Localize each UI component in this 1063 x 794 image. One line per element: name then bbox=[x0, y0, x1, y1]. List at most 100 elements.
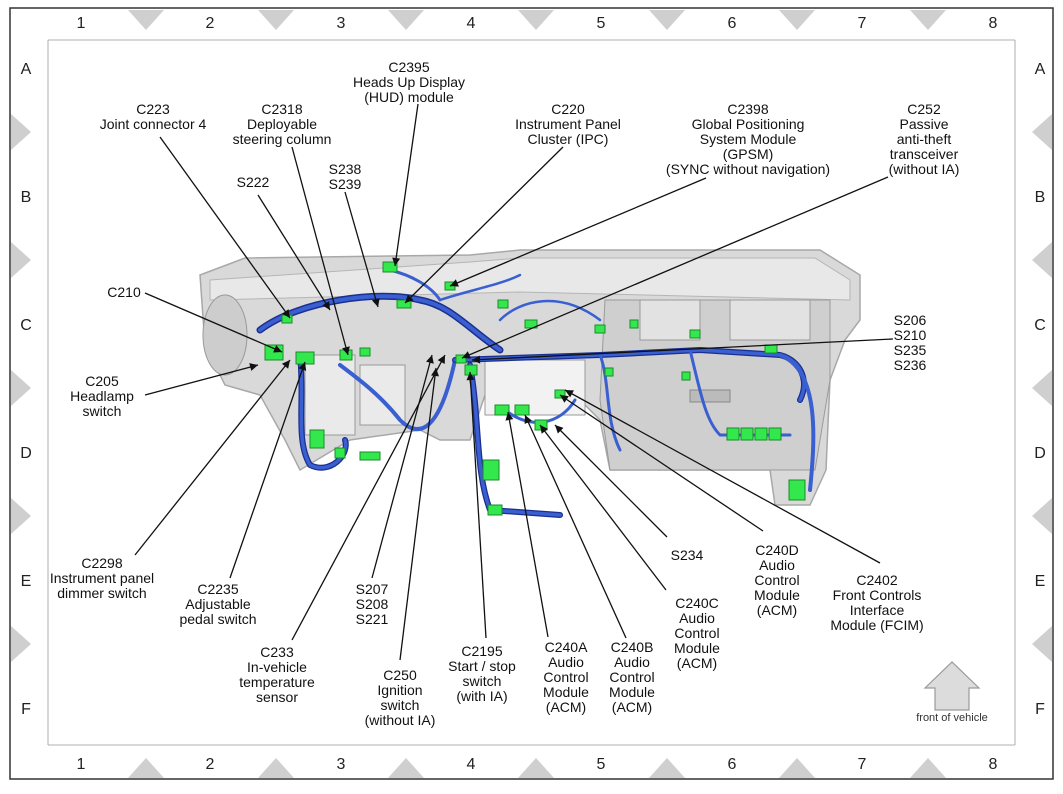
leader-arrowhead bbox=[472, 355, 481, 364]
leader-arrowhead bbox=[505, 412, 514, 421]
callout-line: Cluster (IPC) bbox=[528, 131, 609, 147]
leader-arrowhead bbox=[405, 294, 414, 303]
leader-arrowhead bbox=[273, 345, 282, 353]
callout-line: Front Controls bbox=[833, 587, 922, 603]
callout-line: Passive bbox=[899, 116, 948, 132]
callout-line: C2402 bbox=[856, 572, 897, 588]
zone-marker-left bbox=[11, 370, 31, 406]
callout-line: C233 bbox=[260, 644, 294, 660]
callout-line: (ACM) bbox=[677, 655, 717, 671]
callout-line: C2395 bbox=[388, 59, 429, 75]
leader-line-s206 bbox=[471, 338, 894, 361]
callout-c210: C210 bbox=[107, 284, 141, 300]
leader-arrowhead bbox=[249, 363, 258, 371]
leader-line-c2298 bbox=[134, 359, 291, 556]
leader-arrowhead bbox=[524, 415, 532, 424]
callout-line: Control bbox=[754, 572, 799, 588]
callout-line: S208 bbox=[356, 596, 389, 612]
callout-line: Control bbox=[609, 669, 654, 685]
leader-arrowhead bbox=[282, 309, 290, 318]
leader-line-c2395 bbox=[394, 103, 419, 267]
callout-line: Module (FCIM) bbox=[830, 617, 923, 633]
connectors bbox=[264, 261, 806, 516]
zone-marker-bottom bbox=[649, 758, 685, 778]
leader-line-s238 bbox=[344, 191, 379, 308]
callout-line: (ACM) bbox=[757, 602, 797, 618]
zone-marker-top bbox=[779, 10, 815, 30]
callout-line: dimmer switch bbox=[57, 585, 146, 601]
grid-row-label: B bbox=[21, 189, 32, 206]
callout-line: pedal switch bbox=[179, 611, 256, 627]
leader-arrowhead bbox=[560, 395, 569, 403]
callout-line: Start / stop bbox=[448, 658, 516, 674]
callout-line: sensor bbox=[256, 689, 298, 705]
leader-line-c240a bbox=[507, 411, 549, 638]
grid-column-label: 7 bbox=[858, 756, 867, 773]
leader-arrowhead bbox=[426, 355, 434, 364]
leader-line-s207 bbox=[371, 354, 433, 579]
leader-line-c223 bbox=[159, 136, 291, 319]
leader-arrowhead bbox=[281, 360, 290, 369]
dashboard-top bbox=[209, 257, 851, 301]
grid-row-label: C bbox=[20, 317, 32, 334]
grid-column-label: 5 bbox=[597, 756, 606, 773]
callout-line: Audio bbox=[759, 557, 795, 573]
callout-line: Global Positioning bbox=[692, 116, 805, 132]
leader-line-c2402 bbox=[564, 389, 881, 564]
callout-line: steering column bbox=[233, 131, 332, 147]
grid-column-label: 4 bbox=[467, 756, 476, 773]
zone-marker-top bbox=[128, 10, 164, 30]
callout-leader-lines bbox=[134, 103, 894, 661]
grid-row-label: B bbox=[1035, 189, 1046, 206]
grid-row-label: C bbox=[1034, 317, 1046, 334]
leader-line-c2318 bbox=[291, 146, 349, 356]
leader-arrowhead bbox=[371, 298, 380, 307]
grid-column-label: 4 bbox=[467, 15, 476, 32]
leader-line-s234 bbox=[554, 424, 668, 538]
callout-line: S221 bbox=[356, 611, 389, 627]
up-arrow-icon bbox=[923, 661, 981, 711]
leader-arrowhead bbox=[540, 425, 549, 434]
callout-line: (HUD) module bbox=[364, 89, 454, 105]
zone-marker-top bbox=[388, 10, 424, 30]
grid-row-label: D bbox=[20, 445, 32, 462]
zone-marker-top bbox=[910, 10, 946, 30]
zone-marker-bottom bbox=[518, 758, 554, 778]
callout-line: C240D bbox=[755, 542, 799, 558]
callout-line: C240A bbox=[545, 639, 588, 655]
callout-line: switch bbox=[463, 673, 502, 689]
callout-s222: S222 bbox=[237, 174, 270, 190]
callout-line: Joint connector 4 bbox=[100, 116, 207, 132]
leader-arrowhead bbox=[462, 351, 471, 359]
callout-line: Headlamp bbox=[70, 388, 134, 404]
leader-arrowhead bbox=[322, 301, 330, 310]
zone-markers bbox=[11, 10, 1052, 778]
grid-column-label: 8 bbox=[989, 15, 998, 32]
zone-marker-top bbox=[649, 10, 685, 30]
callout-line: S238 bbox=[329, 161, 362, 177]
leader-line-c2195 bbox=[469, 371, 487, 639]
grid-column-label: 8 bbox=[989, 756, 998, 773]
grid-row-label: D bbox=[1034, 445, 1046, 462]
leader-arrowhead bbox=[466, 372, 475, 381]
callout-line: (without IA) bbox=[889, 161, 960, 177]
callout-line: Audio bbox=[614, 654, 650, 670]
callout-line: Module bbox=[754, 587, 800, 603]
front-of-vehicle-indicator: front of vehicle bbox=[916, 661, 988, 724]
zone-marker-bottom bbox=[910, 758, 946, 778]
grid-column-label: 2 bbox=[206, 15, 215, 32]
leader-arrowhead bbox=[431, 368, 439, 377]
callout-line: C2398 bbox=[727, 101, 768, 117]
leader-line-c250 bbox=[399, 367, 437, 661]
callout-line: S234 bbox=[671, 547, 704, 563]
callout-line: C223 bbox=[136, 101, 170, 117]
callout-line: Audio bbox=[548, 654, 584, 670]
callout-line: C210 bbox=[107, 284, 141, 300]
